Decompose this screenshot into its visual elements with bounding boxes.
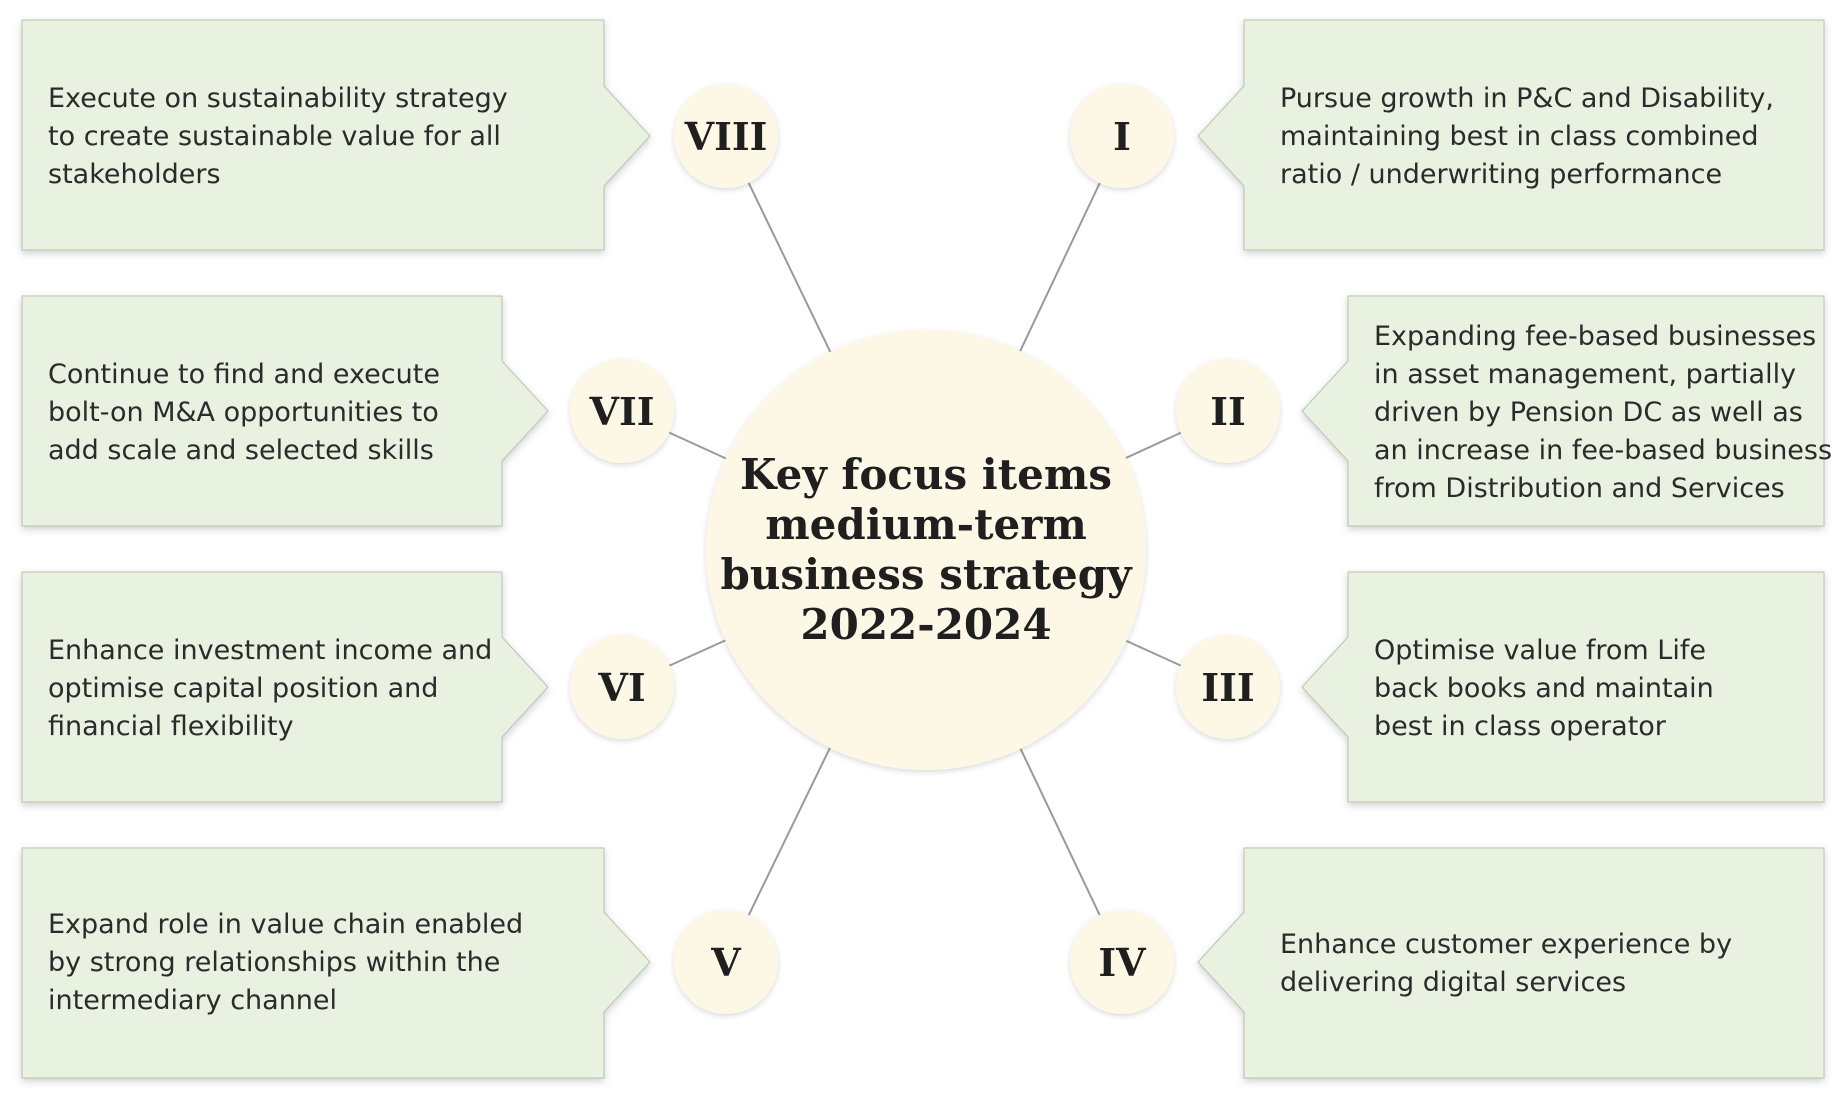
item-text-line: maintaining best in class combined — [1280, 121, 1759, 152]
numeral-circle-6 — [570, 635, 674, 739]
item-box-1 — [1197, 19, 1825, 251]
numeral-circle-2 — [1176, 359, 1280, 463]
item-text-line: driven by Pension DC as well as — [1374, 397, 1803, 428]
item-text: Expand role in value chain enabled by str… — [48, 906, 523, 1020]
item-text-line: Enhance investment income and — [48, 635, 493, 666]
item-text-line: ratio / underwriting performance — [1280, 159, 1723, 190]
connector-line-7 — [668, 431, 727, 460]
item-text-line: to create sustainable value for all — [48, 121, 501, 152]
connector-line-8 — [747, 182, 832, 353]
numeral-label: VI — [598, 664, 646, 710]
item-text-line: Enhance customer experience by — [1280, 929, 1733, 960]
item-text-line: Expand role in value chain enabled — [48, 909, 524, 940]
item-text: Continue to find and execute bolt-on M&A … — [48, 356, 440, 470]
numeral-circle-3 — [1176, 635, 1280, 739]
item-text: Enhance investment income and optimise ca… — [48, 632, 492, 746]
numeral-circles — [570, 84, 1280, 1014]
item-box-4 — [1197, 847, 1825, 1079]
item-text-line: intermediary channel — [48, 985, 338, 1016]
item-text: Execute on sustainability strategy to cre… — [48, 80, 508, 194]
item-text-line: optimise capital position and — [48, 673, 439, 704]
item-boxes — [21, 19, 1825, 1079]
center-circle — [706, 330, 1146, 770]
numeral-circle-7 — [570, 359, 674, 463]
item-text: Expanding fee-based businesses in asset m… — [1374, 318, 1832, 508]
center-title: Key focus items medium-term business str… — [706, 330, 1146, 770]
item-text: Pursue growth in P&C and Disability, main… — [1280, 80, 1774, 194]
item-box-3 — [1301, 571, 1825, 803]
numeral-label: I — [1113, 113, 1131, 159]
numeral-label: VIII — [684, 113, 768, 159]
numeral-label: V — [711, 939, 741, 985]
center-title-line: business strategy — [720, 550, 1132, 599]
item-text-line: an increase in fee-based business — [1374, 435, 1833, 466]
item-text-line: Expanding fee-based businesses — [1374, 321, 1817, 352]
center-title-line: Key focus items — [740, 450, 1112, 499]
item-box-7 — [21, 295, 549, 527]
item-text-line: by strong relationships within the — [48, 947, 501, 978]
connector-line-3 — [1125, 639, 1182, 667]
item-text-line: Continue to find and execute — [48, 359, 440, 390]
center-title-line: medium-term — [765, 500, 1087, 549]
item-text-line: financial flexibility — [48, 711, 294, 742]
numeral-label: IV — [1098, 939, 1146, 985]
item-text-line: Pursue growth in P&C and Disability, — [1280, 83, 1774, 114]
item-text-line: stakeholders — [48, 159, 221, 190]
item-text-line: delivering digital services — [1280, 967, 1627, 998]
item-box-6 — [21, 571, 549, 803]
numeral-circle-5 — [674, 910, 778, 1014]
item-text-line: add scale and selected skills — [48, 435, 434, 466]
connector-line-6 — [668, 639, 726, 667]
connector-line-2 — [1125, 431, 1182, 459]
item-box-2 — [1301, 295, 1825, 527]
numeral-circle-1 — [1070, 84, 1174, 188]
connector-line-1 — [1019, 182, 1101, 352]
item-text-line: in asset management, partially — [1374, 359, 1797, 390]
item-text-line: from Distribution and Services — [1374, 473, 1785, 504]
connector-line-5 — [747, 747, 831, 916]
item-box-8 — [21, 19, 651, 251]
numeral-circle-4 — [1070, 910, 1174, 1014]
numeral-circle-8 — [674, 84, 778, 188]
connector-lines — [668, 182, 1182, 916]
numeral-label: III — [1201, 664, 1255, 710]
item-text: Optimise value from Life back books and m… — [1374, 632, 1714, 746]
item-text-line: best in class operator — [1374, 711, 1666, 742]
item-text-line: Execute on sustainability strategy — [48, 83, 508, 114]
numeral-label: VII — [589, 388, 655, 434]
item-text: Enhance customer experience by delivering… — [1280, 926, 1732, 1002]
center-title-line: 2022-2024 — [800, 600, 1052, 649]
numeral-label: II — [1210, 388, 1246, 434]
item-box-5 — [21, 847, 651, 1079]
item-text-line: Optimise value from Life — [1374, 635, 1706, 666]
item-text-line: bolt-on M&A opportunities to — [48, 397, 439, 428]
item-text-line: back books and maintain — [1374, 673, 1714, 704]
connector-line-4 — [1019, 748, 1101, 916]
